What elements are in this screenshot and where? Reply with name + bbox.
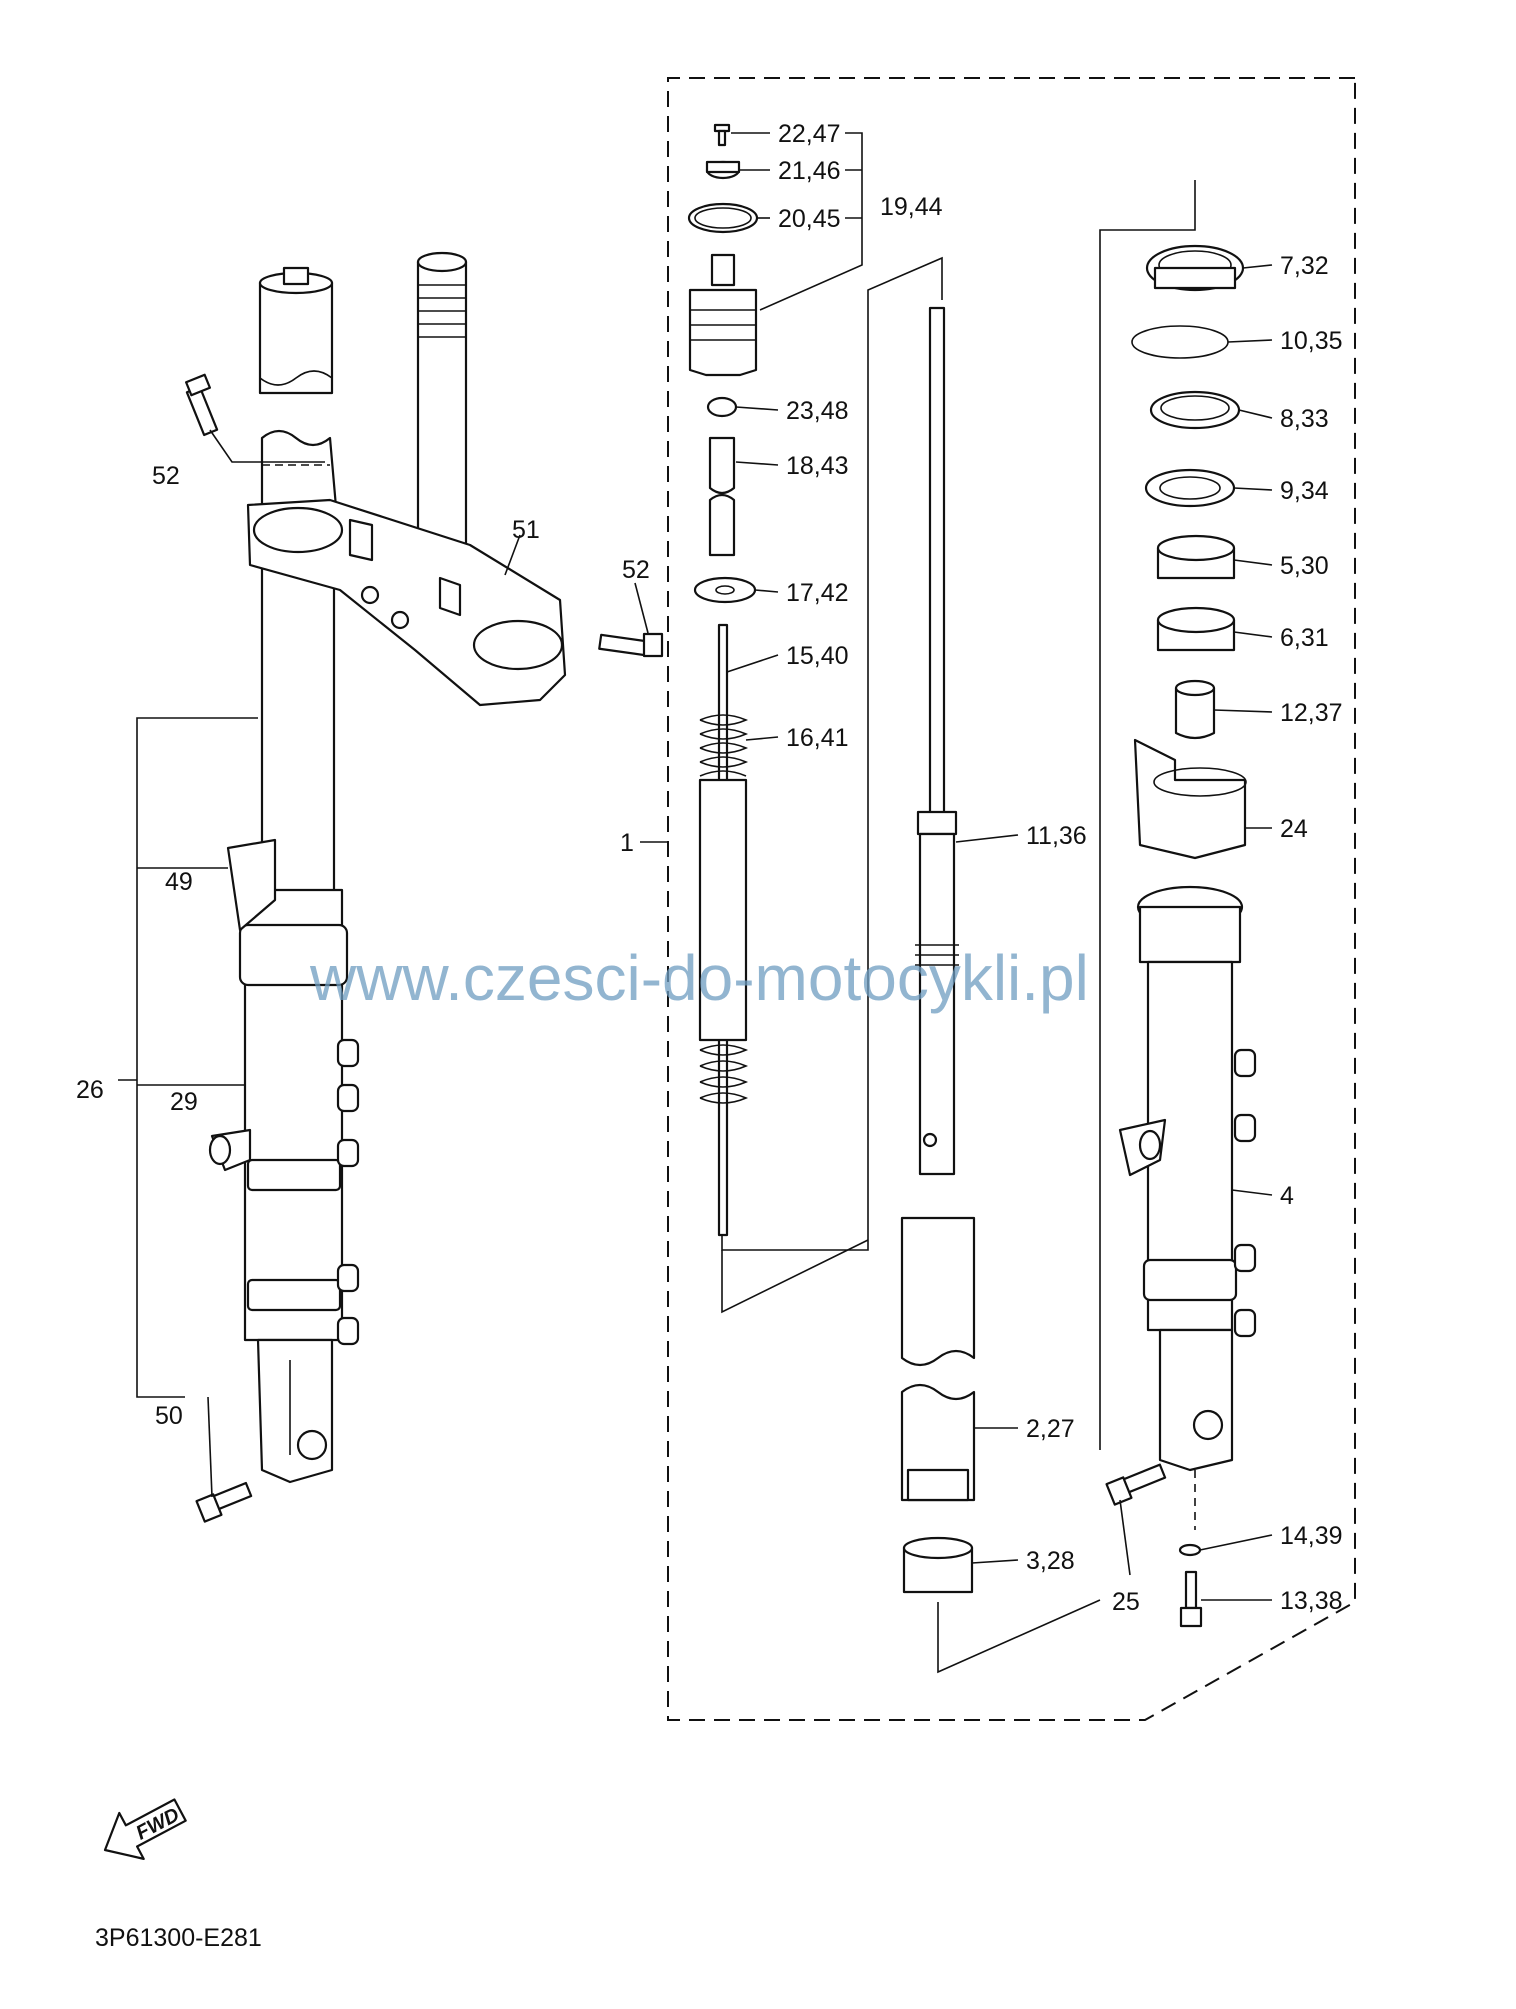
label-3-28: 3,28 [1026, 1547, 1075, 1575]
label-2-27: 2,27 [1026, 1415, 1075, 1443]
label-24: 24 [1280, 815, 1308, 843]
label-17-42: 17,42 [786, 579, 849, 607]
label-6-31: 6,31 [1280, 624, 1329, 652]
right-seal-parts [1105, 244, 1257, 1628]
label-4: 4 [1280, 1182, 1294, 1210]
label-52-left: 52 [152, 462, 180, 490]
label-18-43: 18,43 [786, 452, 849, 480]
label-25: 25 [1112, 1588, 1140, 1616]
label-22-47: 22,47 [778, 120, 841, 148]
assembled-fork-leg [195, 266, 360, 1523]
label-1: 1 [620, 829, 634, 857]
label-51: 51 [512, 516, 540, 544]
diagram-code: 3P61300-E281 [95, 1924, 262, 1952]
triple-clamp-51 [185, 251, 664, 707]
label-52-right: 52 [622, 556, 650, 584]
label-23-48: 23,48 [786, 397, 849, 425]
label-21-46: 21,46 [778, 157, 841, 185]
label-29: 29 [170, 1088, 198, 1116]
label-9-34: 9,34 [1280, 477, 1329, 505]
label-11-36: 11,36 [1026, 822, 1087, 850]
label-8-33: 8,33 [1280, 405, 1329, 433]
label-14-39: 14,39 [1280, 1522, 1343, 1550]
label-12-37: 12,37 [1280, 699, 1343, 727]
fwd-arrow-icon: FWD [103, 1798, 187, 1860]
center-cartridge-parts [687, 123, 976, 1594]
label-20-45: 20,45 [778, 205, 841, 233]
watermark-url: www.czesci-do-motocykli.pl [309, 942, 1089, 1014]
label-15-40: 15,40 [786, 642, 849, 670]
leader-lines [118, 132, 1273, 1674]
assembly-boundary [667, 77, 1356, 1721]
part-labels: 22,47 21,46 20,45 19,44 23,48 18,43 17,4… [76, 120, 1343, 1616]
label-19-44: 19,44 [880, 193, 943, 221]
label-50: 50 [155, 1402, 183, 1430]
label-10-35: 10,35 [1280, 327, 1343, 355]
label-5-30: 5,30 [1280, 552, 1329, 580]
label-13-38: 13,38 [1280, 1587, 1343, 1615]
label-16-41: 16,41 [786, 724, 849, 752]
label-26: 26 [76, 1076, 104, 1104]
label-7-32: 7,32 [1280, 252, 1329, 280]
label-49: 49 [165, 868, 193, 896]
